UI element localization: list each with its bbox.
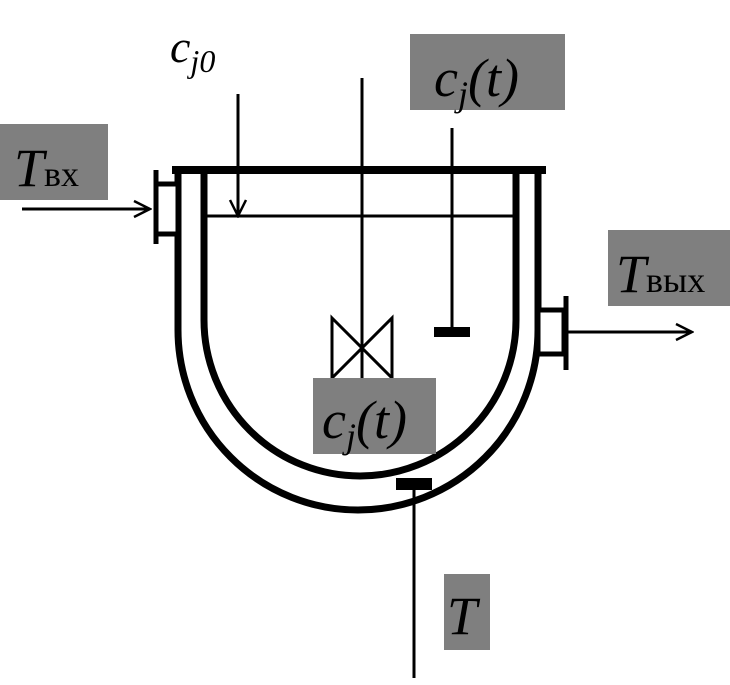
t-in-sub: вх	[44, 154, 79, 194]
svg-text:cj(t): cj(t)	[322, 390, 407, 456]
mid-conc-sub: j	[342, 416, 356, 456]
svg-text:cj0: cj0	[170, 21, 215, 79]
feed-conc-main: c	[170, 21, 190, 72]
stirrer-impeller	[330, 314, 394, 382]
t-out-sub: вых	[646, 260, 705, 300]
top-conc-main: c	[434, 48, 458, 108]
mid-conc-main: c	[322, 390, 346, 450]
label-temperature-out: Tвых	[608, 230, 730, 306]
svg-text:Tвх: Tвх	[14, 138, 79, 198]
label-feed-concentration: cj0	[146, 21, 264, 79]
label-temperature-in: Tвх	[0, 124, 108, 200]
t-in-main: T	[14, 138, 48, 198]
concentration-sensor-tip	[434, 327, 470, 337]
outlet-nozzle	[535, 296, 569, 370]
inlet-nozzle	[153, 170, 181, 244]
label-top-concentration: cj(t)	[410, 34, 565, 114]
t-out-main: T	[616, 244, 650, 304]
jacket-outer-wall	[174, 172, 542, 514]
svg-text:cj(t): cj(t)	[434, 48, 519, 114]
feed-conc-sub: j0	[186, 43, 215, 79]
top-conc-sub: j	[454, 74, 468, 114]
t-reactor-main: T	[447, 586, 481, 646]
label-reactor-temperature: T	[444, 574, 490, 650]
vessel-inner-wall	[200, 172, 520, 480]
temperature-sensor-tip	[396, 478, 432, 490]
label-reactor-concentration: cj(t)	[313, 378, 436, 456]
svg-text:Tвых: Tвых	[616, 244, 705, 304]
top-conc-arg: (t)	[468, 48, 519, 108]
mid-conc-arg: (t)	[356, 390, 407, 450]
